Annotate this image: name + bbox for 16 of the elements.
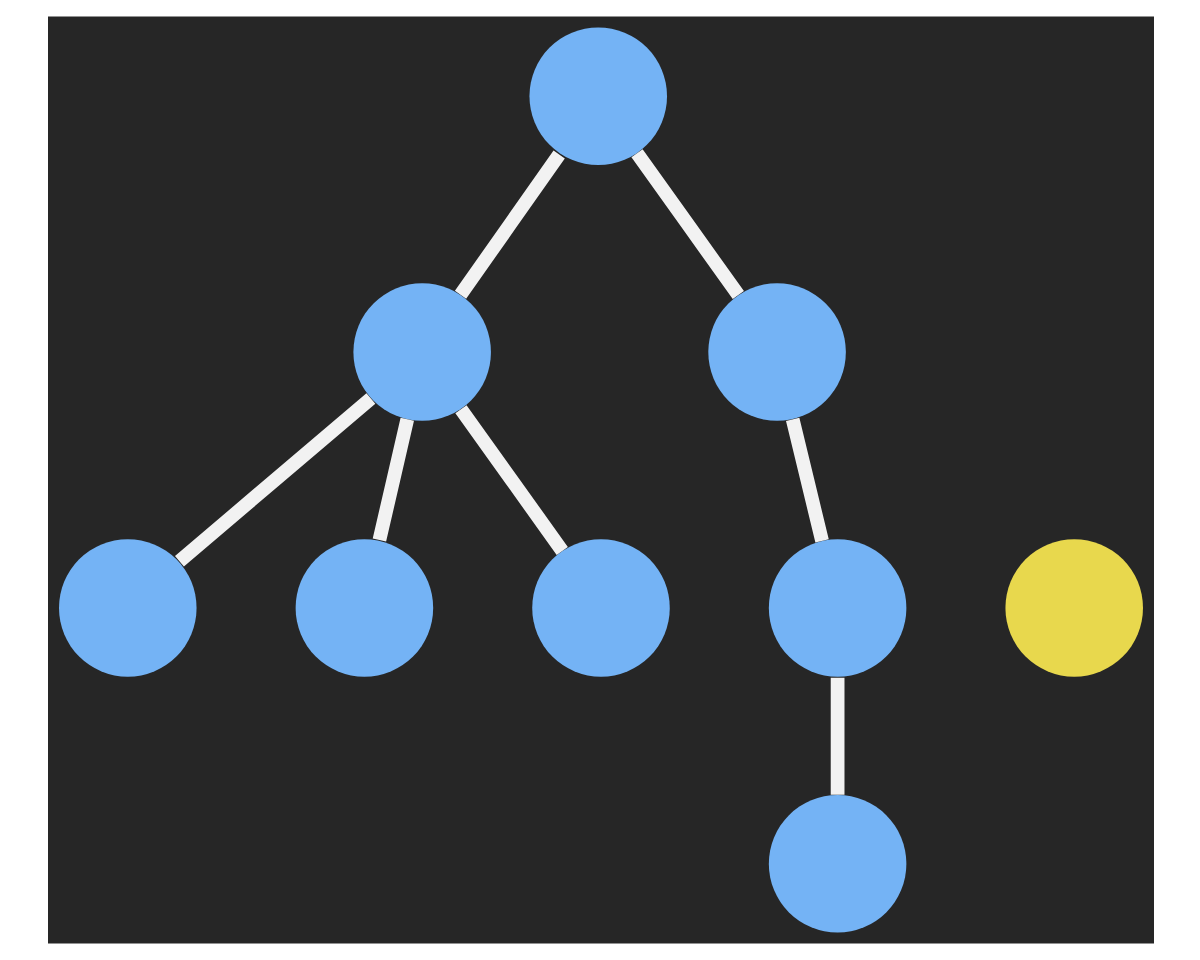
node-circle — [58, 539, 196, 677]
connector — [829, 677, 844, 795]
node-circle — [352, 283, 490, 421]
node-circle — [707, 283, 845, 421]
node-circle — [767, 795, 906, 933]
node-circle — [531, 539, 669, 677]
connector — [454, 405, 567, 555]
connector — [630, 149, 743, 300]
node-circle — [767, 539, 906, 677]
connector — [453, 150, 564, 299]
connector — [371, 417, 413, 542]
node-circle — [1004, 539, 1142, 677]
node-circle — [528, 27, 667, 165]
node-circle — [294, 539, 433, 677]
connector — [785, 417, 828, 543]
connector — [174, 393, 375, 567]
